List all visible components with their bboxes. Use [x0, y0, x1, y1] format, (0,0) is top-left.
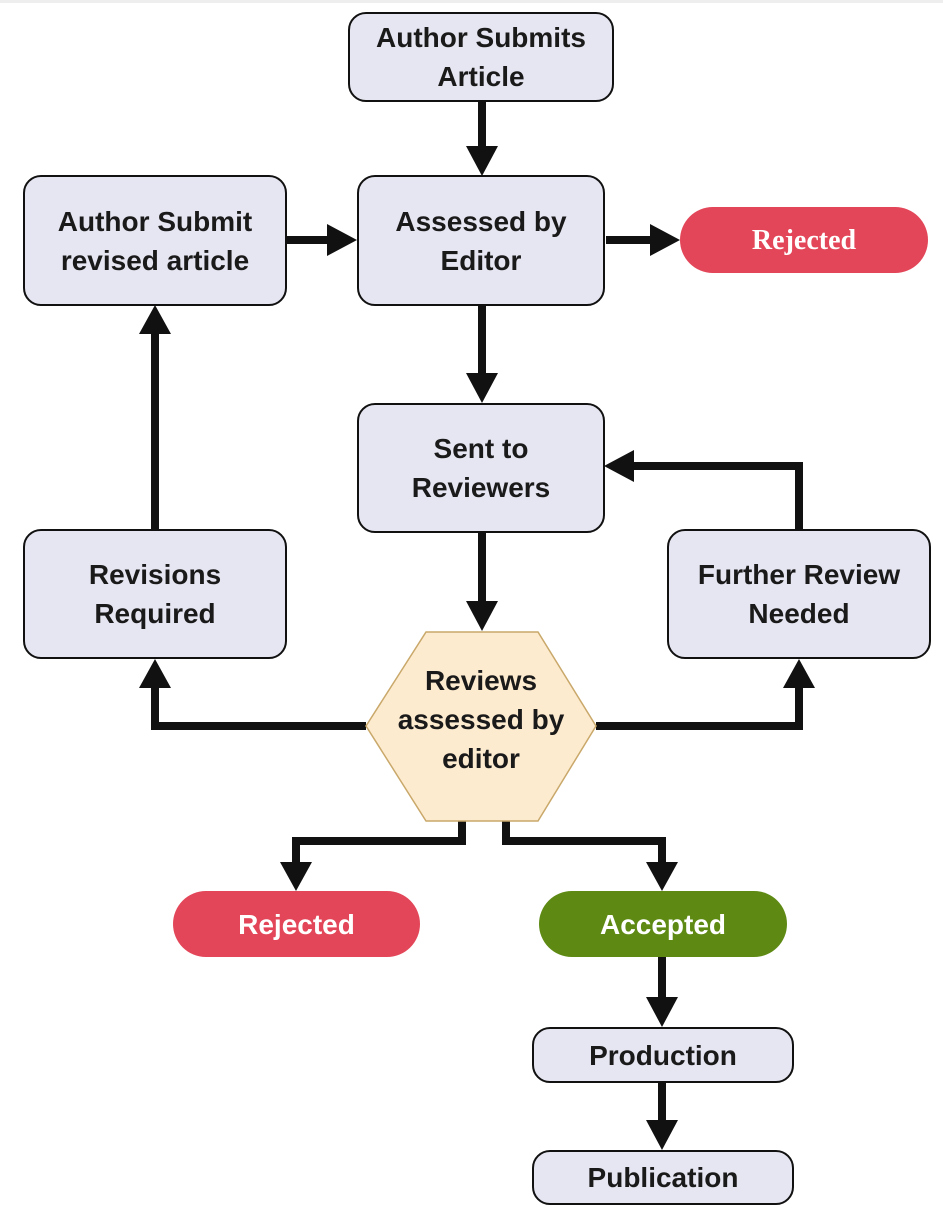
arrow-revisions-to-revised [139, 305, 171, 529]
node-sent-to-reviewers-label: Sent to Reviewers [411, 433, 551, 503]
reviews-assessed-hexagon-shape [365, 631, 597, 822]
arrow-assessed-to-rejected [606, 224, 680, 256]
arrow-submits-to-assessed [466, 102, 498, 176]
arrow-reviews-to-further [596, 659, 815, 730]
node-author-submit-revised-article-label: Author Submit revised article [57, 205, 253, 276]
node-production-label: Production [589, 1039, 737, 1071]
node-accepted-label: Accepted [599, 908, 727, 940]
top-border [0, 0, 943, 3]
node-rejected-top-label: Rejected [751, 224, 857, 256]
node-revisions-required-label: Revisions Required [88, 559, 222, 629]
node-publication: Publication [532, 1150, 794, 1205]
node-further-review-needed: Further Review Needed [667, 529, 931, 659]
node-author-submit-revised-article: Author Submit revised article [23, 175, 287, 306]
arrow-reviews-to-revisions [139, 659, 366, 730]
arrow-assessed-to-sent [466, 306, 498, 403]
arrow-accepted-to-production [646, 957, 678, 1027]
arrow-reviews-to-rejected [280, 821, 466, 891]
node-assessed-by-editor: Assessed by Editor [357, 175, 605, 306]
node-rejected-top: Rejected [680, 207, 928, 273]
node-accepted: Accepted [539, 891, 787, 957]
node-author-submits-article: Author Submits Article [348, 12, 614, 102]
node-further-review-needed-label: Further Review Needed [697, 559, 901, 629]
node-reviews-assessed-by-editor-label: Reviews assessed by editor [397, 665, 565, 774]
node-production: Production [532, 1027, 794, 1083]
arrow-further-to-sent [604, 450, 803, 529]
node-publication-label: Publication [587, 1162, 739, 1193]
arrow-revised-to-assessed [287, 224, 357, 256]
node-rejected-bottom-label: Rejected [238, 908, 355, 940]
arrow-reviews-to-accepted [502, 821, 678, 891]
node-sent-to-reviewers: Sent to Reviewers [357, 403, 605, 533]
arrow-production-to-publication [646, 1083, 678, 1150]
node-rejected-bottom: Rejected [173, 891, 420, 957]
node-author-submits-article-label: Author Submits Article [376, 22, 586, 92]
node-revisions-required: Revisions Required [23, 529, 287, 659]
arrow-sent-to-reviews [466, 533, 498, 631]
node-reviews-assessed-by-editor: Reviews assessed by editor [366, 661, 596, 781]
node-assessed-by-editor-label: Assessed by Editor [395, 205, 567, 276]
